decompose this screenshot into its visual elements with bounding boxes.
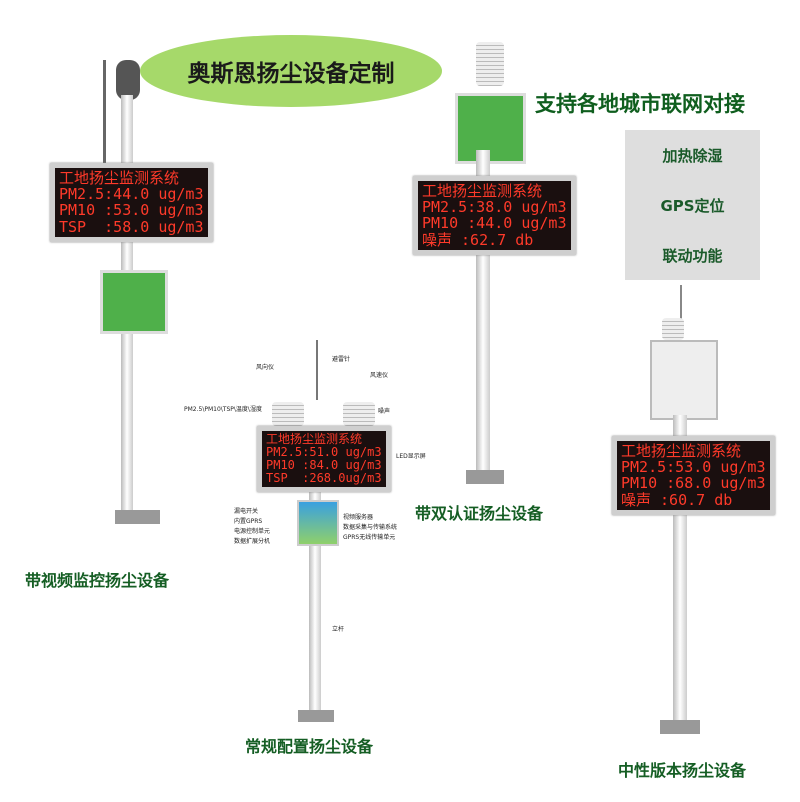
feature-item: 加热除湿 [662,146,723,165]
caption: 常规配置扬尘设备 [245,737,374,756]
control-box [455,93,526,164]
led-line: TSP :58.0 ug/m3 [59,217,204,236]
led-line: PM10 :68.0 ug/m3 [621,474,766,493]
label: 电源控制单元 [234,528,271,535]
label: 数据扩展分机 [234,538,271,545]
lightning-rod [680,285,682,325]
feature-item: 联动功能 [662,246,723,265]
antenna [103,60,106,170]
caption: 中性版本扬尘设备 [618,761,747,780]
led-line: 噪声 :62.7 db [422,230,534,249]
label: PM2.5\PM10\TSP\温度\湿度 [184,406,262,413]
sensor-shield [272,402,304,426]
led-line: PM2.5:44.0 ug/m3 [59,185,204,204]
label: 风向仪 [256,364,275,371]
label: 风速仪 [370,372,389,379]
feature-item: GPS定位 [660,196,725,215]
control-box [297,500,339,546]
title-banner: 奥斯恩扬尘设备定制 [140,35,442,107]
led-line: PM2.5:51.0 ug/m3 [266,444,382,459]
pole-base [298,710,334,722]
slogan: 支持各地城市联网对接 [535,92,745,116]
pole [309,490,321,715]
pole-base [466,470,504,484]
control-box [100,270,168,334]
feature-panel: 加热除湿 GPS定位 联动功能 [625,130,760,280]
led-line: 工地扬尘监测系统 [59,169,180,187]
sensor-shield [343,402,375,426]
pole-base [115,510,160,524]
label: 噪声 [378,408,391,415]
control-box [650,340,718,420]
led-line: PM10 :84.0 ug/m3 [266,457,382,472]
led-line: TSP :268.0ug/m3 [266,470,382,485]
led-line: 工地扬尘监测系统 [266,432,363,446]
sensor-shield [662,318,684,340]
caption: 带双认证扬尘设备 [415,504,544,523]
label: GPRS无线传输单元 [343,534,396,541]
label: 避雷针 [332,356,351,363]
label: 立杆 [332,626,345,633]
led-line: 工地扬尘监测系统 [422,182,543,200]
led-line: PM10 :44.0 ug/m3 [422,214,567,233]
label: 内置GPRS [234,518,263,525]
sensor-shield [476,42,504,86]
label: LED显示屏 [396,453,426,460]
led-line: 工地扬尘监测系统 [621,442,742,460]
label: 漏电开关 [234,508,259,515]
led-line: PM2.5:53.0 ug/m3 [621,458,766,477]
led-line: PM2.5:38.0 ug/m3 [422,198,567,217]
camera-icon [116,60,140,100]
lightning-rod [316,340,318,400]
label: 视频服务器 [343,514,374,521]
label: 数据采集与传输系统 [343,524,398,531]
led-line: PM10 :53.0 ug/m3 [59,201,204,220]
caption: 带视频监控扬尘设备 [25,571,170,590]
pole-base [660,720,700,734]
led-line: 噪声 :60.7 db [621,490,733,509]
